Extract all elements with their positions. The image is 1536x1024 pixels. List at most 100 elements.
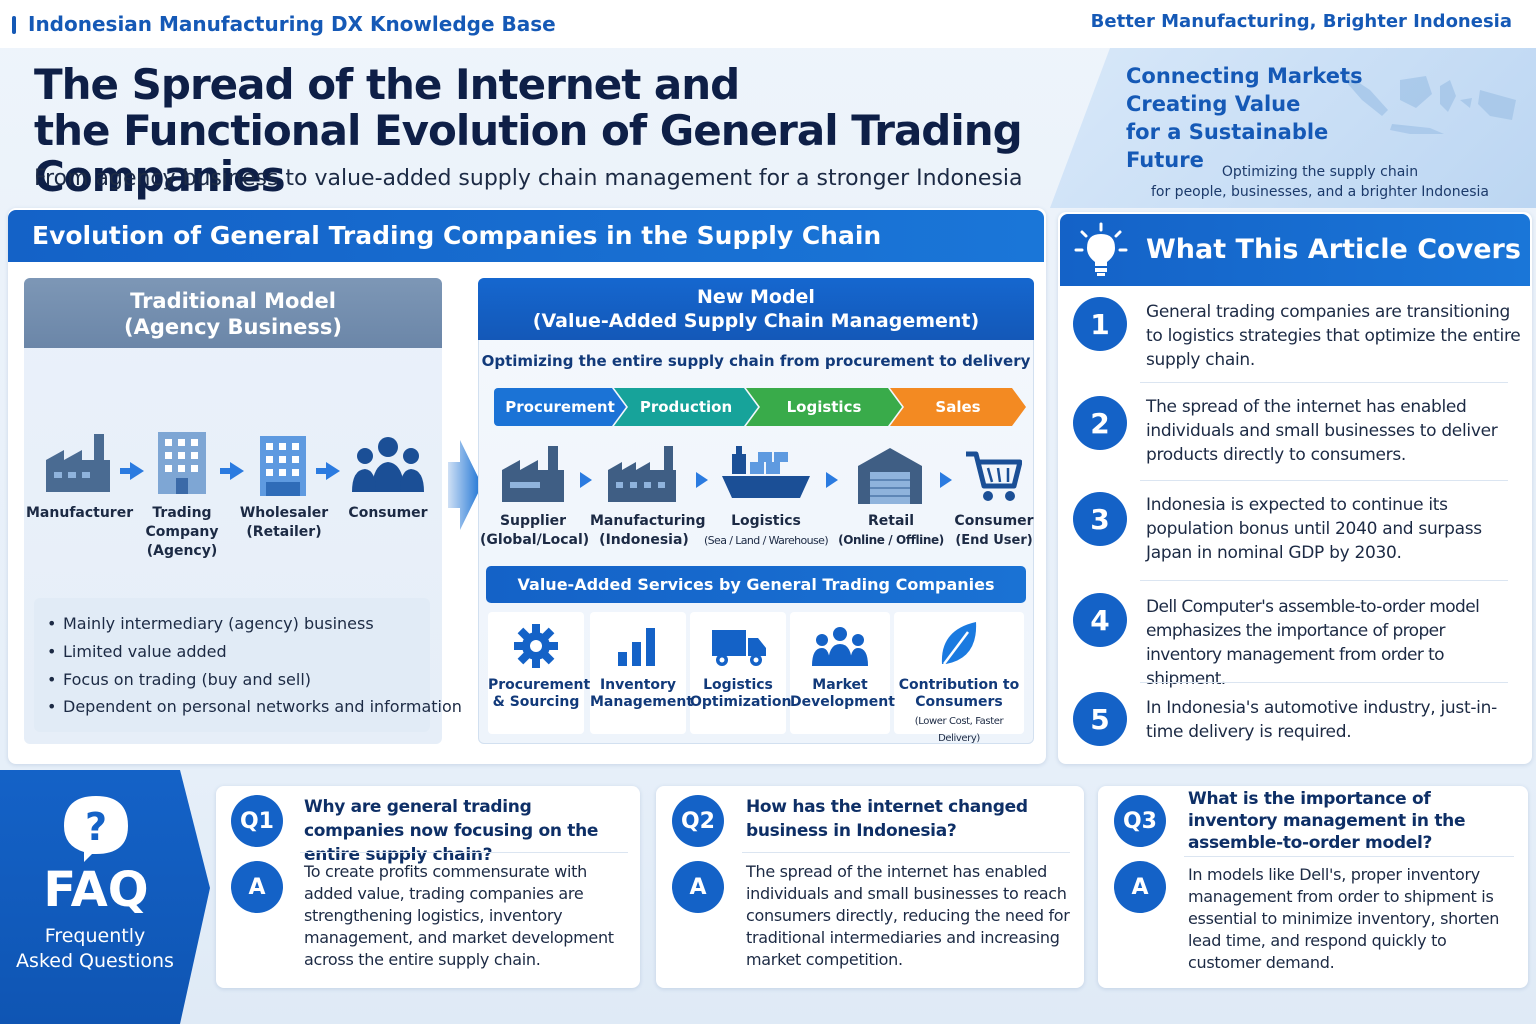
- faq-question: Why are general trading companies now fo…: [304, 797, 599, 865]
- flow-label-trading-company: Trading Company (Agency): [145, 505, 219, 559]
- leaf-icon: [941, 622, 977, 665]
- flow-label-text: Supplier: [499, 513, 567, 529]
- number-badge: 5: [1073, 692, 1127, 746]
- stage-logistics: Logistics: [746, 388, 902, 426]
- warehouse-icon: [858, 448, 922, 504]
- service-label-line: Inventory: [599, 677, 677, 693]
- flow-arrow: [826, 472, 838, 488]
- indonesia-map-icon: [1346, 74, 1516, 134]
- cover-item-text: The spread of the internet has enabled i…: [1146, 397, 1498, 465]
- office-building-icon: [158, 432, 206, 494]
- slogan-subtext: Optimizing the supply chain for people, …: [1110, 162, 1530, 202]
- shopping-cart-icon: [966, 451, 1022, 501]
- divider: [300, 852, 628, 853]
- transition-arrow-icon: [448, 440, 482, 530]
- stage-production: Production: [614, 388, 758, 426]
- number-badge: 2: [1073, 396, 1127, 450]
- faq-sublabel-line: Frequently: [44, 925, 146, 947]
- svg-text:?: ?: [85, 805, 107, 849]
- faq-card-1: [216, 786, 640, 988]
- divider: [1140, 382, 1508, 383]
- slogan-line-3: for a Sustainable Future: [1126, 120, 1329, 172]
- tagline: Better Manufacturing, Brighter Indonesia: [1090, 11, 1512, 32]
- knowledge-base-title: Indonesian Manufacturing DX Knowledge Ba…: [12, 12, 556, 36]
- slogan-sub-line-2: for people, businesses, and a brighter I…: [1150, 184, 1489, 200]
- slogan-sub-line-1: Optimizing the supply chain: [1221, 164, 1419, 180]
- flow-sub-text: (Sea / Land / Warehouse): [703, 534, 829, 547]
- question-badge: Q1: [231, 795, 283, 847]
- flow-label-manufacturing: Manufacturing (Indonesia): [590, 512, 706, 550]
- page-title-line-2: the Functional Evolution of General Trad…: [34, 106, 1023, 201]
- flow-label-text: Consumer: [954, 513, 1034, 529]
- note-item: Mainly intermediary (agency) business: [47, 614, 374, 633]
- flow-label-text: Logistics: [731, 513, 801, 529]
- flow-sub-text: (Online / Offline): [838, 533, 944, 547]
- factory-icon: [46, 434, 110, 492]
- faq-sublabel: Frequently Asked Questions: [0, 924, 190, 974]
- faq-card-2: [656, 786, 1084, 988]
- service-label: Contribution to Consumers (Lower Cost, F…: [894, 677, 1024, 747]
- question-badge: Q2: [672, 795, 724, 847]
- number-badge: 3: [1073, 492, 1127, 546]
- cover-item-text: In Indonesia's automotive industry, just…: [1146, 698, 1497, 742]
- traditional-title-line-1: Traditional Model: [130, 289, 336, 313]
- new-model-subtitle: Optimizing the entire supply chain from …: [481, 352, 1031, 370]
- traditional-title-line-2: (Agency Business): [124, 315, 342, 339]
- service-label-line: Optimization: [690, 694, 792, 710]
- new-model-title: New Model (Value-Added Supply Chain Mana…: [478, 285, 1034, 333]
- services-title: Value-Added Services by General Trading …: [517, 575, 995, 594]
- flow-sub-text: (Global/Local): [480, 532, 590, 548]
- slogan: Connecting Markets Creating Value for a …: [1126, 62, 1386, 174]
- service-label-line: Contribution to: [898, 677, 1020, 693]
- stage-procurement: Procurement: [494, 388, 626, 426]
- truck-icon: [712, 630, 766, 666]
- faq-answer: The spread of the internet has enabled i…: [746, 862, 1070, 969]
- flow-arrow: [220, 462, 244, 480]
- article-covers-card: [1058, 212, 1532, 764]
- note-item: Dependent on personal networks and infor…: [47, 697, 462, 716]
- flow-label-manufacturer: Manufacturer: [26, 505, 134, 521]
- flow-label-supplier: Supplier (Global/Local): [480, 512, 590, 550]
- service-label: Logistics Optimization: [690, 677, 792, 711]
- service-label-line: & Sourcing: [492, 694, 580, 710]
- flow-sub-text: (Indonesia): [599, 532, 689, 548]
- question-bubble-icon: ?: [64, 796, 128, 862]
- services-bar: [486, 566, 1026, 603]
- page-subtitle: From agency business to value-added supp…: [34, 166, 1023, 191]
- people-icon: [352, 437, 424, 492]
- faq-sublabel-line: Asked Questions: [16, 950, 174, 972]
- flow-arrow: [120, 462, 144, 480]
- flow-arrow: [696, 472, 708, 488]
- service-label-line: Market: [812, 677, 868, 693]
- flow-label-text: Retail: [867, 513, 914, 529]
- flow-label-text: Manufacturing: [590, 513, 706, 529]
- top-bar: [0, 0, 1536, 48]
- factory-icon: [608, 446, 676, 502]
- service-label: Market Development: [790, 677, 895, 711]
- new-title-line-2: (Value-Added Supply Chain Management): [532, 310, 980, 332]
- service-label-line: Logistics: [703, 677, 773, 693]
- new-model-header: [478, 278, 1034, 340]
- flow-sub-text: (End User): [955, 533, 1033, 548]
- slogan-panel: [1050, 48, 1536, 208]
- page-title: The Spread of the Internet and the Funct…: [34, 62, 1074, 200]
- note-item: Limited value added: [47, 642, 227, 661]
- lightbulb-icon: [1074, 222, 1128, 276]
- cover-item-text: Indonesia is expected to continue its po…: [1146, 495, 1482, 563]
- flow-label-logistics: Logistics (Sea / Land / Warehouse): [696, 512, 836, 550]
- gear-icon: [514, 624, 558, 668]
- team-icon: [812, 627, 868, 666]
- service-label: Procurement & Sourcing: [488, 677, 590, 711]
- traditional-model-title: Traditional Model (Agency Business): [24, 288, 442, 340]
- service-label: Inventory Management: [590, 677, 693, 711]
- faq-label: FAQ: [43, 862, 149, 918]
- divider: [1184, 856, 1514, 857]
- cargo-ship-icon: [722, 446, 810, 498]
- answer-badge: A: [1114, 861, 1166, 913]
- stage-sales: Sales: [890, 388, 1026, 426]
- slogan-line-2: Creating Value: [1126, 92, 1301, 116]
- question-badge: Q3: [1114, 795, 1166, 847]
- cover-item-text: General trading companies are transition…: [1146, 302, 1521, 370]
- divider: [1140, 480, 1508, 481]
- article-covers-title: What This Article Covers: [1146, 234, 1521, 265]
